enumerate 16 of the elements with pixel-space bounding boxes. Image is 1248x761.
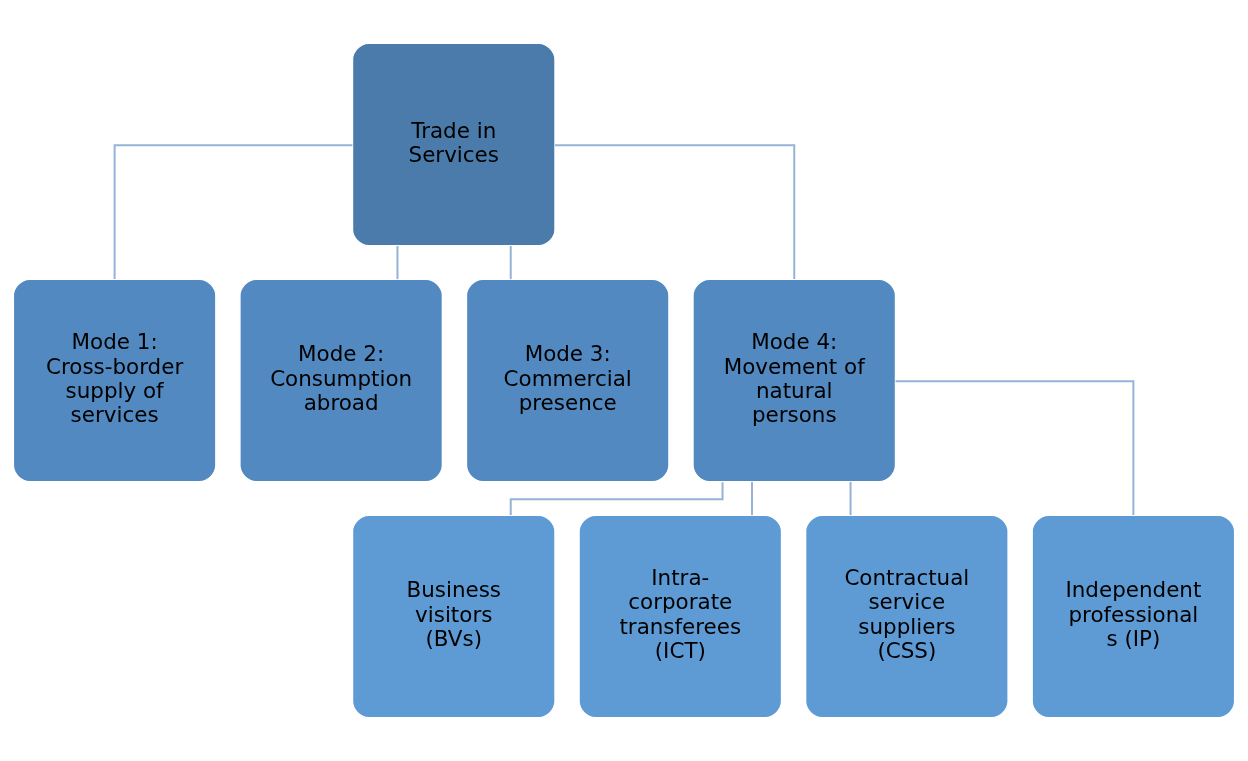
- node-box: Mode 1: Cross-border supply of services: [12, 278, 217, 483]
- node-box: Intra- corporate transferees (ICT): [578, 514, 783, 719]
- connector: [895, 380, 1135, 515]
- connector: [509, 246, 512, 280]
- connector: [555, 144, 796, 279]
- connector: [849, 481, 852, 516]
- node-box: Business visitors (BVs): [351, 514, 556, 719]
- node-box: Independent professional s (IP): [1031, 514, 1236, 719]
- node-box: Mode 3: Commercial presence: [465, 278, 670, 483]
- node-box: Contractual service suppliers (CSS): [804, 514, 1009, 719]
- connector: [113, 144, 353, 279]
- connector: [396, 246, 399, 280]
- node-box: Trade in Services: [351, 42, 556, 247]
- connector: [751, 481, 754, 516]
- node-box: Mode 2: Consumption abroad: [239, 278, 444, 483]
- node-box: Mode 4: Movement of natural persons: [692, 278, 897, 483]
